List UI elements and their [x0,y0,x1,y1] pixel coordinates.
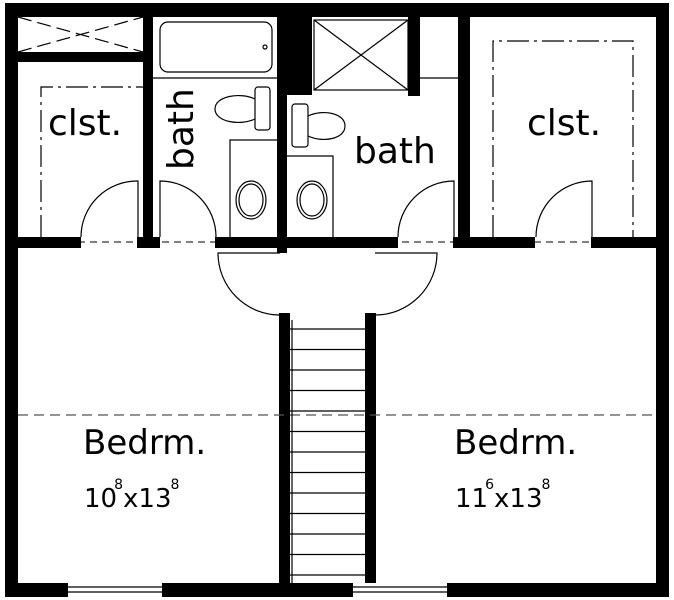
wall-hall [453,237,535,248]
wall-hall [137,237,160,248]
wall-stair-left [279,313,290,583]
sink-basin [299,183,325,217]
chase [287,17,312,95]
wall-closet-shelf [18,52,148,62]
sink-basin [238,183,264,217]
shower-x [313,19,409,91]
wall-bottom [162,583,353,597]
bedroom-right-label: Bedrm. [454,423,577,463]
vanity [229,139,277,237]
closet-right-label: clst. [527,103,601,144]
door-closet-right[interactable] [535,180,593,238]
tub-drain [262,44,268,50]
vanity [287,155,334,237]
bathtub [159,21,273,73]
storage-x [17,16,144,53]
sink [296,180,328,220]
shower [313,19,409,91]
wall-stair-right [365,313,376,583]
closet-left-label: clst. [48,103,122,144]
toilet-bowl [214,95,256,123]
labels: clst. bath bath clst. Bedrm. 108x138 Bed… [48,88,601,514]
bath-left-label: bath [161,88,202,170]
toilet-bowl [307,112,346,140]
wall-bottom [5,583,68,597]
toilet-tank [291,103,309,148]
bedroom-left-label: Bedrm. [83,423,206,463]
door-closet-left[interactable] [80,180,139,238]
wall-bath-divider [277,17,287,253]
wall-hall [18,237,81,248]
stair-treads [290,328,365,576]
door-bath-right[interactable] [397,180,455,238]
wall-right [656,3,669,597]
closet-rod-left [40,86,143,237]
wall-bath-closet [458,17,470,248]
wall-bottom [447,583,669,597]
bedroom-right-dims: 116x138 [455,477,550,514]
door-hall-right[interactable] [374,252,438,316]
fixtures [17,16,656,593]
door-hall-left[interactable] [217,252,281,316]
bath-right-label: bath [354,131,436,172]
wall-shower [408,17,420,96]
closet-rod-right [492,40,634,237]
door-bath-left[interactable] [159,180,217,238]
bedroom-left-dims: 108x138 [84,477,179,514]
wall-left [5,3,18,597]
wall-closet-bath [143,17,153,248]
sink [235,180,267,220]
toilet-tank [254,86,271,131]
wall-top [5,3,669,17]
